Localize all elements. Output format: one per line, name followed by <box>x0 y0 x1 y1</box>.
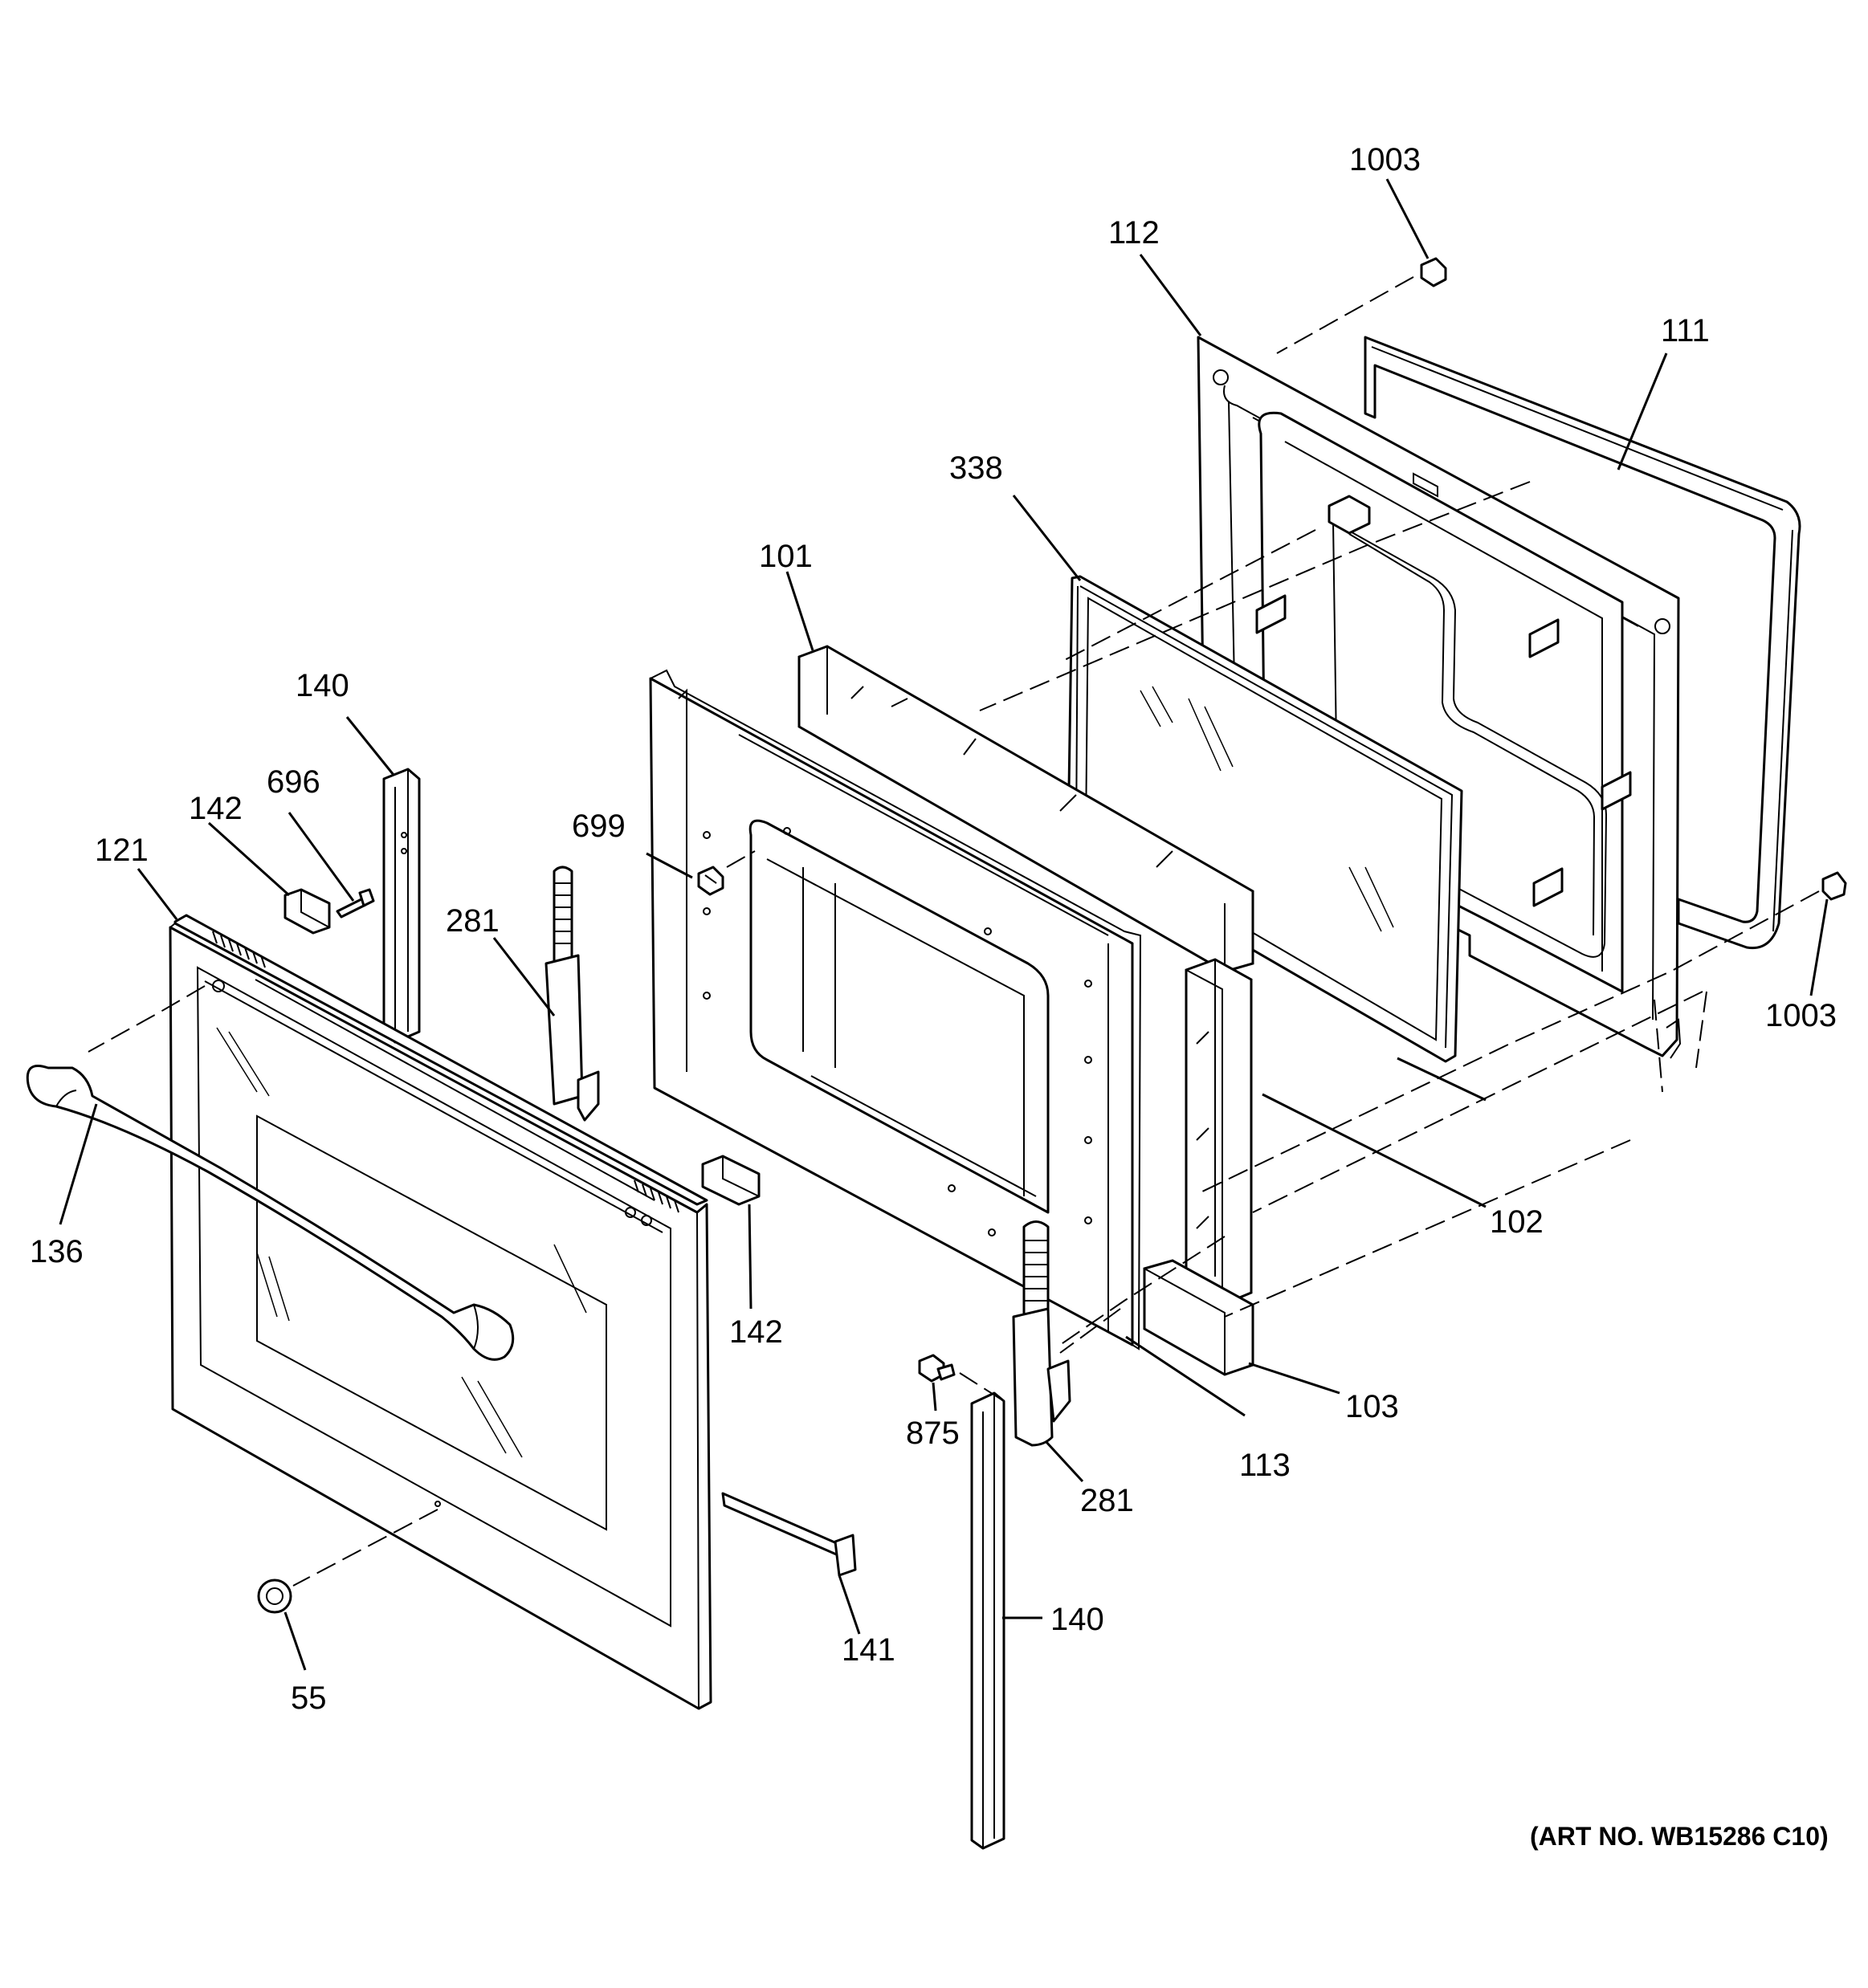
part-140-hinge-channel-bottom <box>970 1391 1005 1850</box>
part-55-plug-button <box>257 1579 292 1614</box>
callout-101: 101 <box>759 539 813 574</box>
part-142-bracket-top <box>283 888 331 935</box>
callout-699: 699 <box>572 809 626 844</box>
part-136-door-handle <box>26 1065 515 1361</box>
part-111-door-gasket <box>1364 336 1801 950</box>
part-1003-screw-right <box>1821 871 1847 901</box>
callout-281-bottom: 281 <box>1080 1483 1134 1518</box>
assembly-dashed-lines <box>88 276 1820 1587</box>
callout-875: 875 <box>906 1416 960 1451</box>
part-102-side-insulation <box>1185 958 1253 1306</box>
callout-1003-top: 1003 <box>1349 142 1421 177</box>
callout-140-bottom: 140 <box>1050 1602 1104 1637</box>
part-281-hinge-top <box>544 866 600 1122</box>
callout-111: 111 <box>1661 313 1710 348</box>
part-281-hinge-bottom <box>1012 1220 1071 1447</box>
part-113-door-inner-panel <box>649 669 1142 1350</box>
callout-55: 55 <box>291 1680 327 1716</box>
callout-112: 112 <box>1108 215 1160 251</box>
part-696-screw <box>336 888 375 919</box>
callout-136: 136 <box>30 1234 84 1269</box>
callout-281-top: 281 <box>446 903 500 939</box>
callout-338: 338 <box>949 450 1003 486</box>
part-121-outer-door-panel <box>169 914 712 1710</box>
callout-113: 113 <box>1239 1448 1291 1483</box>
callout-103: 103 <box>1345 1389 1399 1424</box>
callout-142-mid: 142 <box>729 1314 783 1350</box>
callout-labels: 1003 112 111 338 101 140 696 142 121 699… <box>30 142 1837 1851</box>
part-141-trim-strip <box>721 1492 857 1577</box>
callout-102: 102 <box>1490 1204 1544 1240</box>
part-338-glass-assembly <box>1067 575 1463 1063</box>
callout-1003-right: 1003 <box>1765 998 1837 1033</box>
part-699-screw <box>697 866 724 896</box>
part-1003-screw-top <box>1420 257 1447 287</box>
part-142-bracket-middle <box>701 1155 761 1206</box>
part-875-screw <box>918 1354 956 1383</box>
part-140-hinge-channel-top <box>382 768 421 1044</box>
part-101-top-insulation <box>797 645 1254 973</box>
callout-696: 696 <box>267 764 320 800</box>
callout-140-top: 140 <box>296 668 349 703</box>
callout-121: 121 <box>95 833 149 868</box>
art-number: (ART NO. WB15286 C10) <box>1530 1822 1829 1851</box>
leader-lines <box>59 178 1829 1671</box>
callout-142-top: 142 <box>189 791 243 826</box>
callout-141: 141 <box>842 1632 895 1668</box>
